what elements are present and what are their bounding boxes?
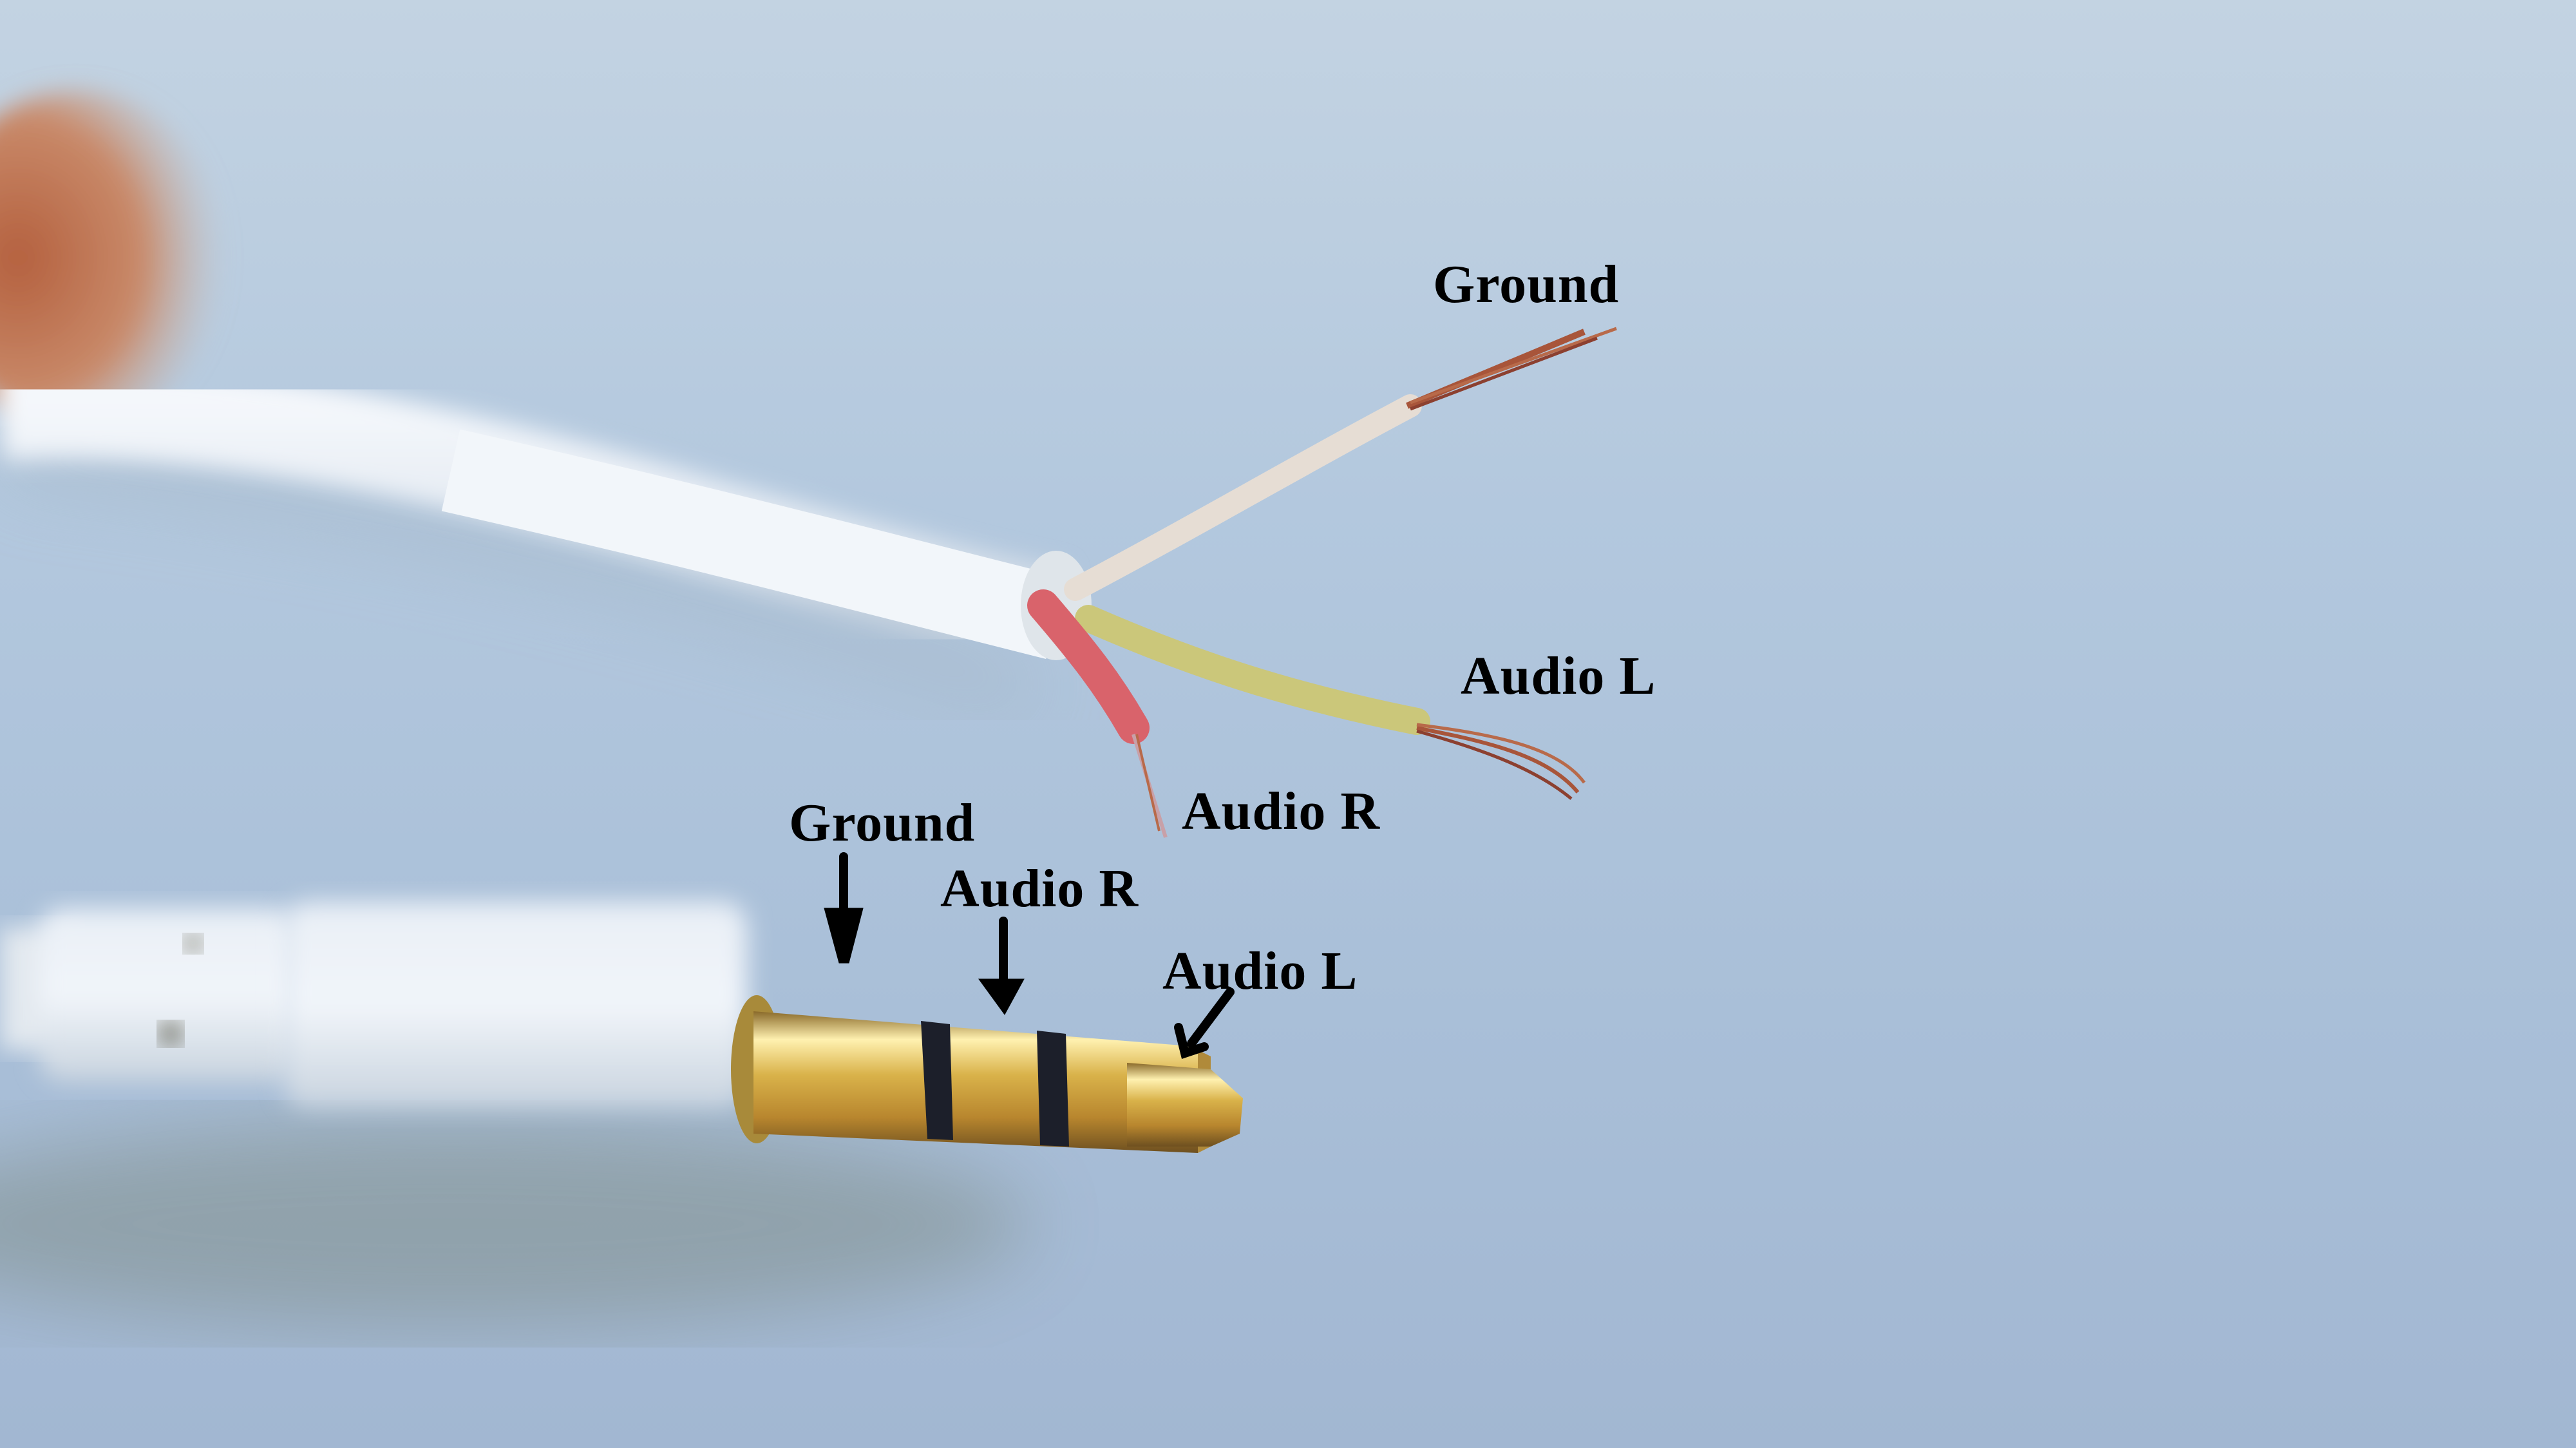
- arrow-audio-r: [978, 917, 1025, 1015]
- wire-label-audio-r: Audio R: [1182, 781, 1381, 841]
- insulator-ring-1: [921, 1021, 953, 1140]
- plug-body: [0, 902, 747, 1108]
- wire-label-audio-l: Audio L: [1461, 646, 1656, 706]
- audio-r-wire: [1027, 589, 1168, 838]
- arrow-audio-l: [1174, 987, 1235, 1060]
- plug-label-audio-r: Audio R: [940, 859, 1139, 919]
- trs-plug: [731, 995, 1243, 1153]
- ground-wire: [1064, 327, 1617, 601]
- plug-label-audio-l: Audio L: [1162, 941, 1358, 1001]
- wire-label-ground: Ground: [1433, 254, 1620, 314]
- finger: [0, 90, 225, 425]
- plug-label-ground: Ground: [789, 793, 976, 853]
- insulator-ring-2: [1037, 1031, 1069, 1147]
- audio-l-wire: [1075, 605, 1586, 800]
- arrow-ground: [824, 852, 864, 964]
